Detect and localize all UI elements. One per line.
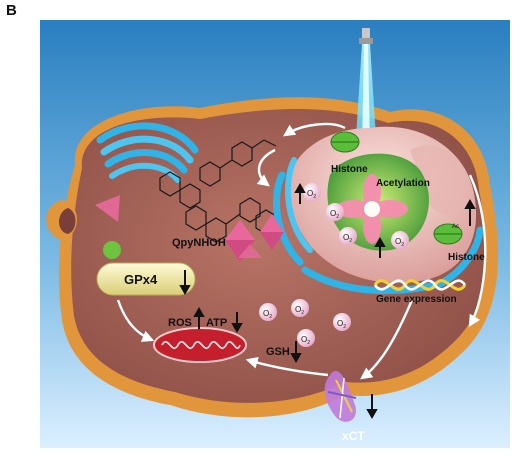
nucleus-icon [272, 126, 484, 295]
ros-up-arrow [193, 306, 205, 329]
dna-helix-icon [373, 279, 467, 291]
xct-down-arrow [366, 394, 378, 420]
oxygen-bubble: O2 [291, 299, 309, 317]
acetyl-tag: Ac [452, 224, 459, 230]
oxygen-bubble: O2 [326, 203, 344, 221]
svg-text:O2: O2 [395, 237, 404, 248]
xct-label: xCT [342, 429, 365, 443]
svg-text:O2: O2 [263, 309, 272, 320]
pathway-arrows [116, 122, 487, 380]
atp-label: ATP [206, 317, 227, 329]
oxygen-bubbles: O2 O2 O2 O2 O2 O2 O2 O2 [259, 183, 409, 347]
histone-icon [330, 131, 463, 245]
histone-top-label: Histone [331, 164, 368, 175]
histone-up-arrow [294, 182, 306, 204]
oxygen-bubble: O2 [333, 313, 351, 331]
ros-label: ROS [168, 317, 192, 329]
svg-text:O2: O2 [295, 305, 304, 316]
atp-down-arrow [231, 312, 243, 334]
gsh-label: GSH [266, 346, 290, 358]
svg-text:O2: O2 [301, 335, 310, 346]
panel-letter: B [6, 2, 17, 19]
gene-expression-label: Gene expression [376, 294, 457, 305]
gsh-down-arrow [290, 341, 302, 364]
oxygen-bubble: O2 [391, 231, 409, 249]
gpx4-capsule [96, 262, 196, 296]
svg-text:O2: O2 [337, 319, 346, 330]
gpx4-down-arrow [179, 270, 191, 296]
xct-transporter-icon [324, 370, 357, 422]
gene-up-arrow [374, 236, 386, 258]
oxygen-bubble: O2 [339, 227, 357, 245]
oxygen-bubble: O2 [303, 183, 321, 201]
mitochondrion-icon [153, 327, 247, 363]
fluorescence-burst [336, 174, 408, 244]
gpx4-label: GPx4 [124, 272, 158, 287]
histone-right-label: Histone [448, 252, 485, 263]
compound-label: QpyNHOH [172, 237, 226, 249]
svg-text:O2: O2 [307, 189, 316, 200]
oxygen-bubble: O2 [259, 303, 277, 321]
compound-crystals [95, 195, 284, 262]
acetylation-label: Acetylation [376, 178, 430, 189]
svg-text:O2: O2 [330, 209, 339, 220]
green-sphere [103, 241, 121, 259]
oxygen-bubble: O2 [297, 329, 315, 347]
histone-right-up-arrow [464, 198, 476, 226]
golgi-apparatus-icon [96, 122, 199, 183]
svg-text:O2: O2 [343, 233, 352, 244]
regulation-arrows [179, 182, 476, 420]
